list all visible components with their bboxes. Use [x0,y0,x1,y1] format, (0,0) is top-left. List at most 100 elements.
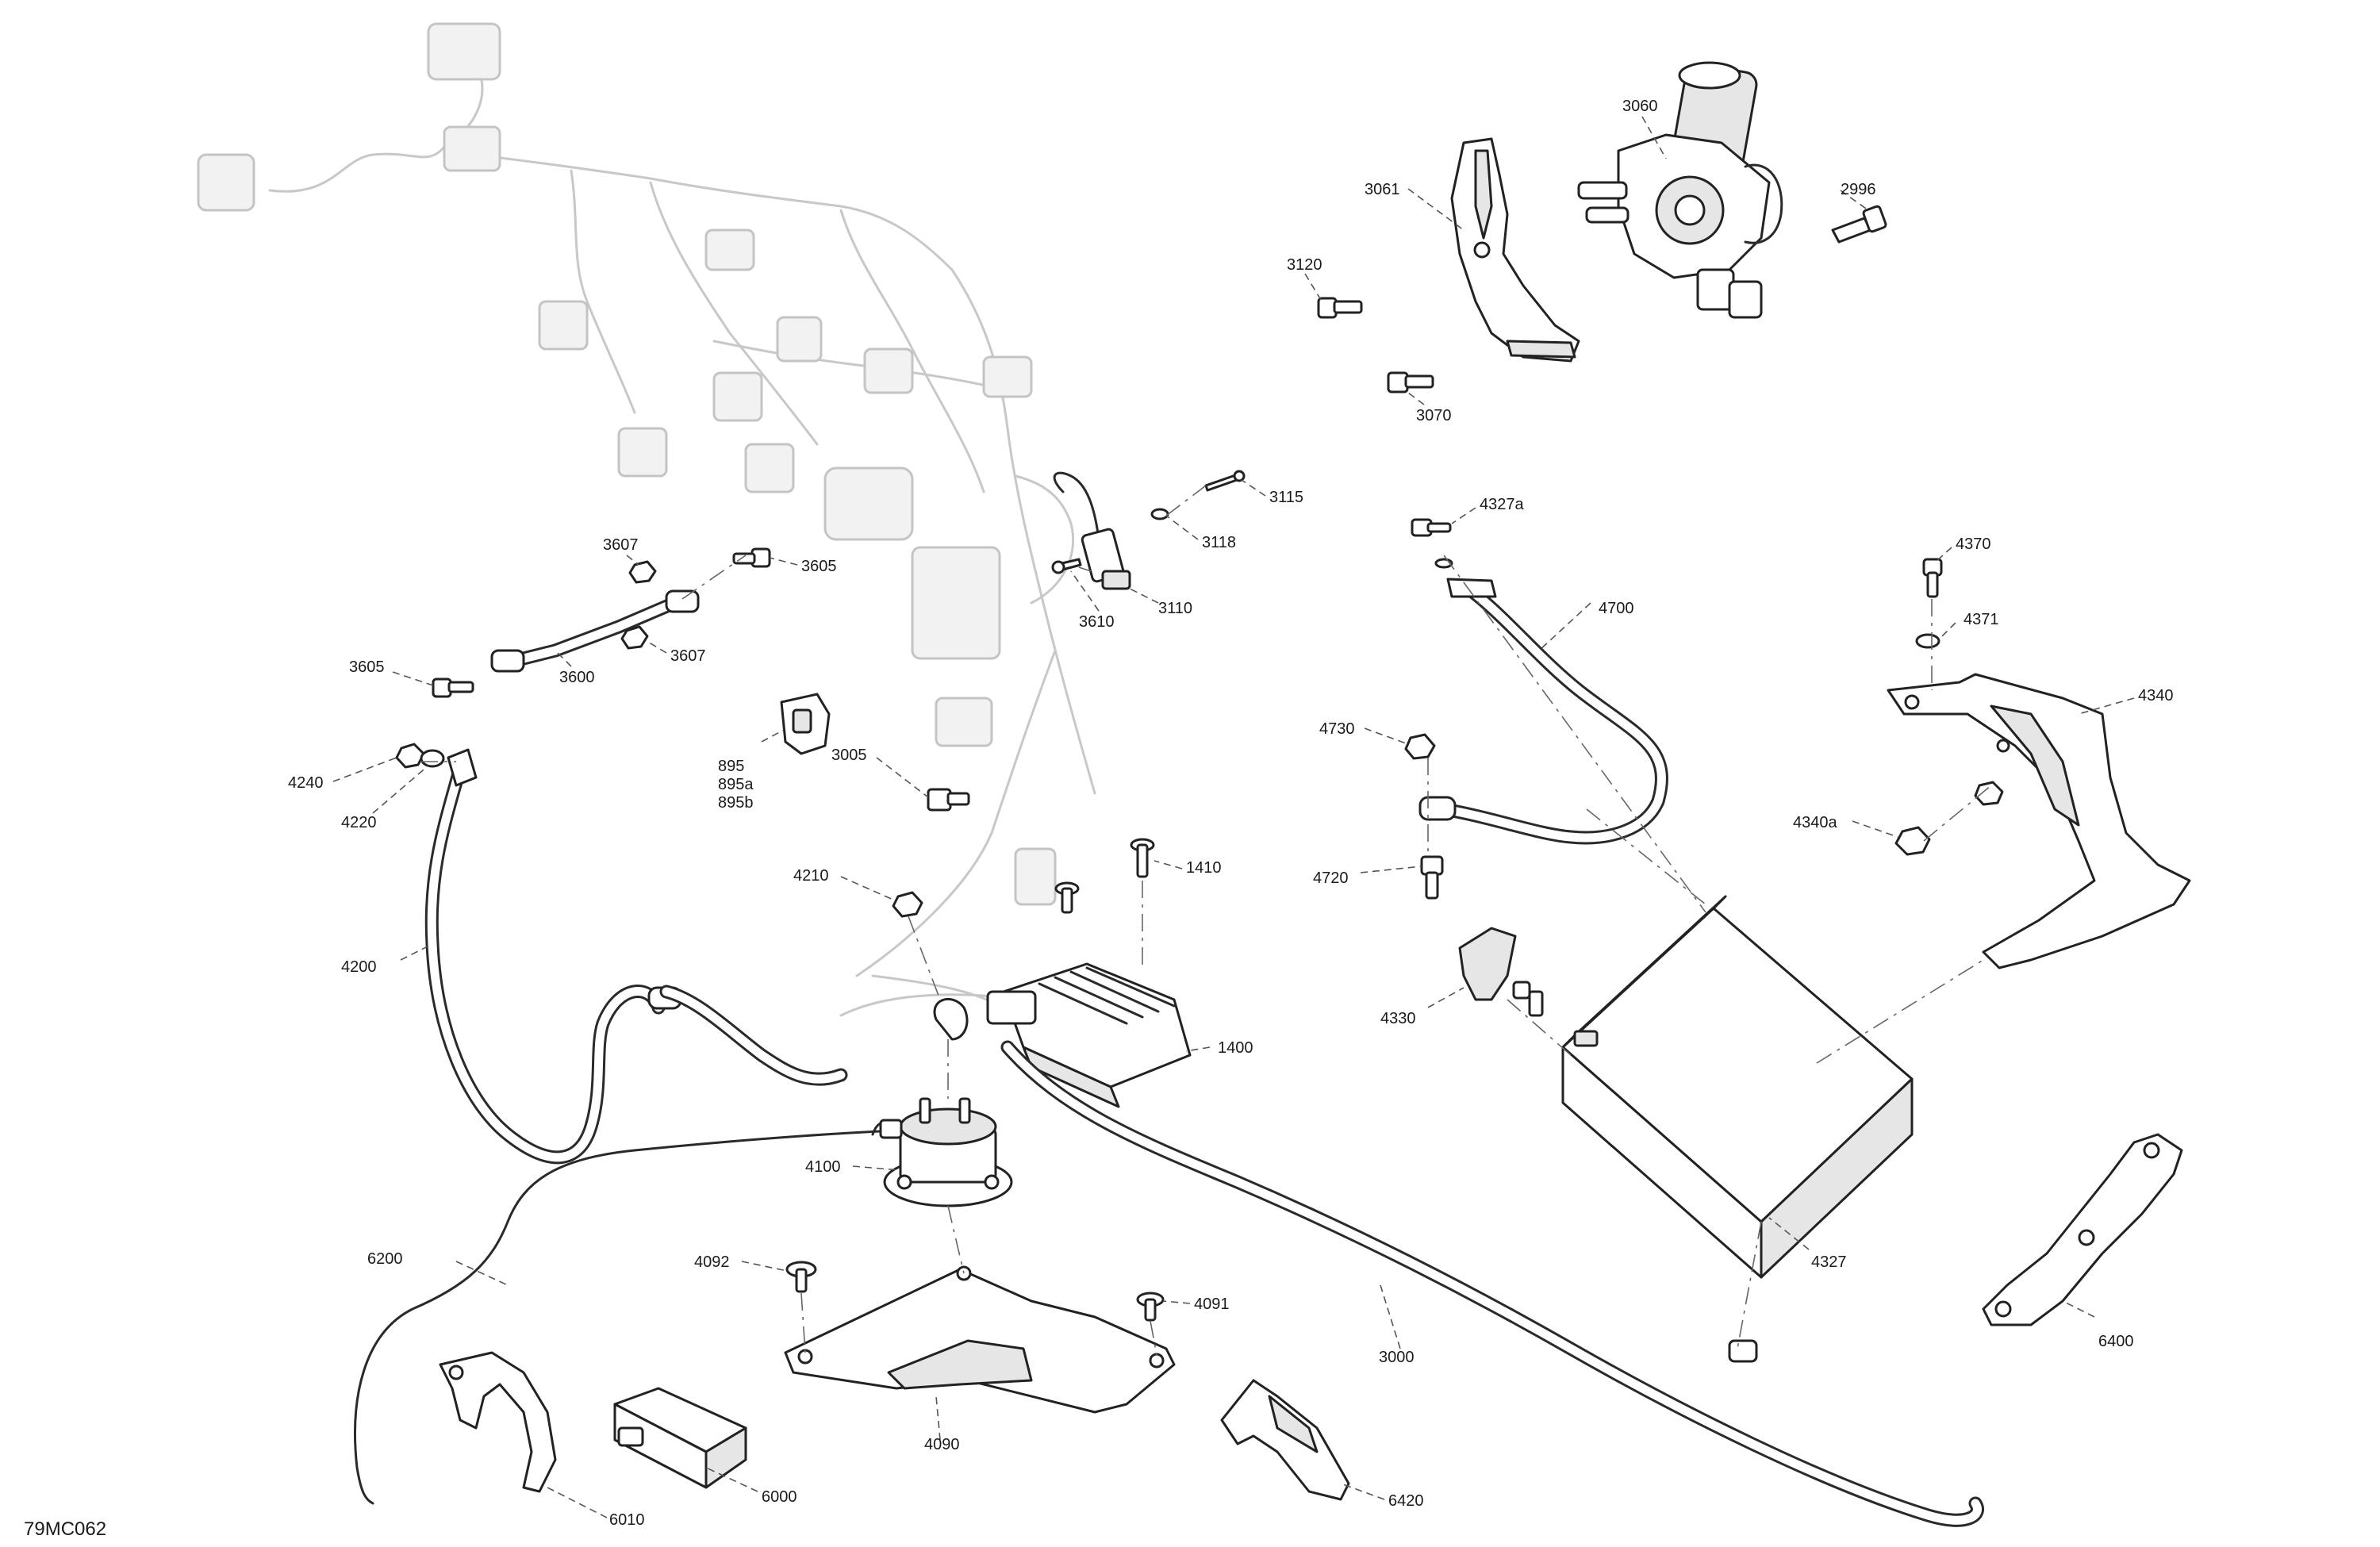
callout-3070: 3070 [1416,407,1452,424]
battery-4327 [1561,895,1914,1279]
leader-3118 [1165,515,1199,540]
callout-4720: 4720 [1313,869,1349,887]
connector-ghost-3 [443,125,501,172]
connector-ghost-6 [776,316,823,363]
screw-4091 [1136,1292,1165,1322]
callout-6010: 6010 [609,1511,645,1529]
callout-6000: 6000 [762,1488,797,1506]
leader-4092 [741,1261,788,1272]
clip-6420 [1220,1379,1350,1501]
leader-6400 [2062,1300,2095,1318]
callout-895: 895 [718,758,744,775]
callout-4240: 4240 [288,774,324,792]
main-wiring-harness-ghost [197,22,1096,1033]
axis-line-4340a [1923,785,1992,842]
axis-line-4091 [1150,1320,1157,1356]
nut-4730 [1404,733,1436,760]
callout-4340a: 4340a [1793,814,1837,831]
starter-solenoid-4100 [883,997,1013,1207]
leader-3607b [646,640,667,654]
leader-4200 [400,943,433,961]
ground-strap-3600 [490,589,700,673]
callout-6400: 6400 [2098,1333,2134,1350]
leader-3115 [1241,479,1266,497]
callout-4092: 4092 [694,1253,730,1271]
callout-3610: 3610 [1079,613,1115,631]
callout-4370: 4370 [1956,536,1991,553]
bolt-2996 [1831,205,1887,244]
callout-3061: 3061 [1365,181,1400,198]
axis-line-4210 [908,916,941,1000]
callout-3607-upper: 3607 [603,536,639,554]
leader-4327a [1451,507,1476,524]
bolt-4720 [1420,855,1444,900]
nut-4240 [395,743,425,769]
axis-line-4092 [800,1292,806,1353]
leader-6000 [705,1467,758,1492]
leader-2996 [1840,190,1869,211]
callout-1410: 1410 [1186,859,1222,877]
callout-3600: 3600 [559,669,595,686]
terminal-cover-4330 [1458,927,1544,1017]
callout-6200: 6200 [367,1250,403,1268]
callout-3605-lower: 3605 [349,658,385,676]
washer-4220 [420,749,445,768]
leader-4100 [852,1165,901,1171]
bolt-4370 [1922,558,1943,598]
actuator-motor-3060 [1577,61,1783,319]
battery-cable-4700 [1418,578,1668,845]
leader-3120 [1304,273,1322,301]
callout-3118: 3118 [1202,534,1236,551]
leader-3070 [1407,392,1425,405]
callout-4091: 4091 [1194,1296,1230,1313]
leader-3605a [769,557,798,566]
screw-3610 [1051,558,1082,574]
callout-4327: 4327 [1811,1253,1847,1271]
bolt-3005 [927,788,970,812]
axis-line-3610 [1078,566,1092,572]
bolt-3605-upper [732,547,771,568]
callout-4330: 4330 [1380,1010,1416,1027]
harness-tail [855,649,1057,977]
callout-895b: 895b [718,794,754,812]
washer-4371 [1915,633,1940,649]
leader-3005 [876,757,929,798]
screw-4092 [785,1261,817,1293]
leader-4210 [840,876,896,901]
callout-4100: 4100 [805,1158,841,1176]
battery-cable-4200 [424,748,682,1165]
switch-sensor-3110 [1053,471,1131,590]
callout-3005: 3005 [831,747,867,764]
callout-4730: 4730 [1319,720,1355,738]
callout-3060: 3060 [1622,98,1658,115]
leader-1410 [1154,860,1183,869]
leader-4240 [332,757,397,782]
callout-6420: 6420 [1388,1492,1424,1510]
leader-1400 [1185,1046,1211,1052]
bracket-6010 [439,1351,557,1493]
leader-3060 [1641,116,1667,159]
nut-3607-lower [620,625,649,650]
callout-2996: 2996 [1841,181,1876,198]
leader-4700 [1538,602,1591,651]
bolt-3605-lower [432,678,474,698]
leader-6200 [455,1261,509,1286]
bracket-tray-4090 [784,1265,1176,1414]
axis-line-3118 [1165,485,1207,516]
harness-branch-right [839,209,985,493]
callout-4220: 4220 [341,814,377,831]
fuse-box-ghost [911,546,1001,660]
connector-ghost-11 [744,443,795,493]
screw-1410 [1054,838,1155,914]
washer-3118 [1150,508,1169,520]
screw-3115 [1204,470,1246,492]
leader-4720 [1360,866,1422,873]
assembly-axis-lines [420,485,1992,1356]
bolt-3070 [1387,371,1434,393]
harness-trunk-upper [443,149,954,271]
harness-branch-mid [570,169,636,414]
connector-ghost-12 [935,697,993,747]
voltage-regulator-1400 [986,962,1192,1108]
leader-3110 [1126,586,1159,604]
